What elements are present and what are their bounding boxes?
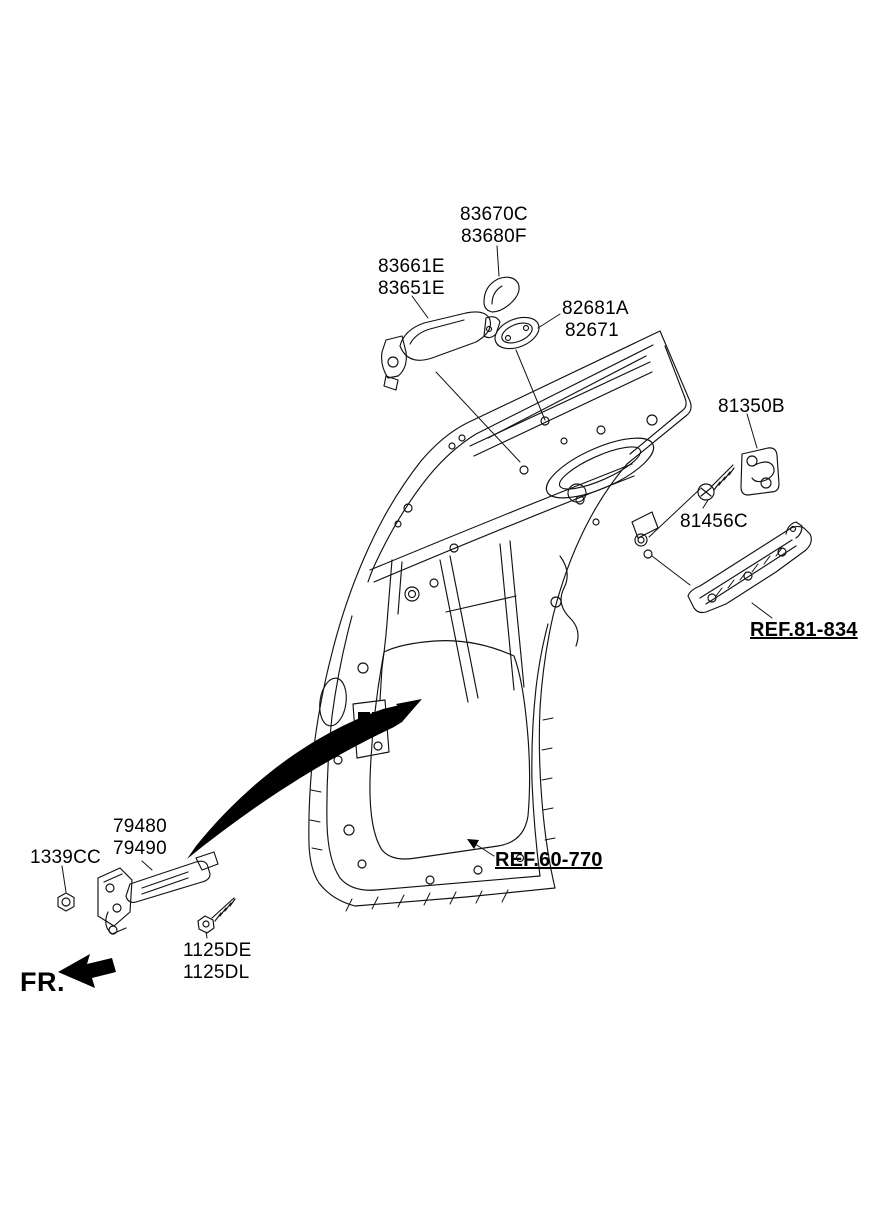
checker-nut-drawing: [57, 892, 75, 912]
part-label-1125DL: 1125DL: [183, 962, 250, 983]
part-label-82671: 82671: [565, 320, 619, 341]
outside-handle-drawing: [381, 311, 501, 391]
door-checker-drawing: [97, 851, 219, 935]
reference-label-81-834: REF.81-834: [750, 619, 858, 641]
leader-arrowheads: [467, 839, 479, 849]
part-label-1339CC: 1339CC: [30, 847, 101, 868]
part-label-83661E: 83661E: [378, 256, 445, 277]
leader-lines: [61, 245, 773, 939]
checker-bolt-drawing: [197, 897, 236, 934]
front-direction-label: FR.: [20, 967, 65, 997]
part-label-81350B: 81350B: [718, 396, 785, 417]
door-striker-drawing: [740, 447, 780, 496]
rear-door-panel-drawing: [308, 330, 692, 912]
handle-cover-drawing: [483, 276, 520, 313]
part-label-82681A: 82681A: [562, 298, 629, 319]
reference-label-60-770: REF.60-770: [495, 849, 603, 871]
part-label-83680F: 83680F: [461, 226, 527, 247]
part-label-83651E: 83651E: [378, 278, 445, 299]
handle-pad-drawing: [494, 316, 540, 350]
striker-screw-drawing: [697, 464, 735, 501]
handle-base-bracket-drawing: [687, 521, 812, 614]
fr-direction-arrow: [58, 954, 116, 988]
latch-pointer-swoosh: [187, 699, 422, 859]
part-label-79480: 79480: [113, 816, 167, 837]
part-label-1125DE: 1125DE: [183, 940, 252, 961]
part-label-83670C: 83670C: [460, 204, 528, 225]
part-label-81456C: 81456C: [680, 511, 748, 532]
part-label-79490: 79490: [113, 838, 167, 859]
